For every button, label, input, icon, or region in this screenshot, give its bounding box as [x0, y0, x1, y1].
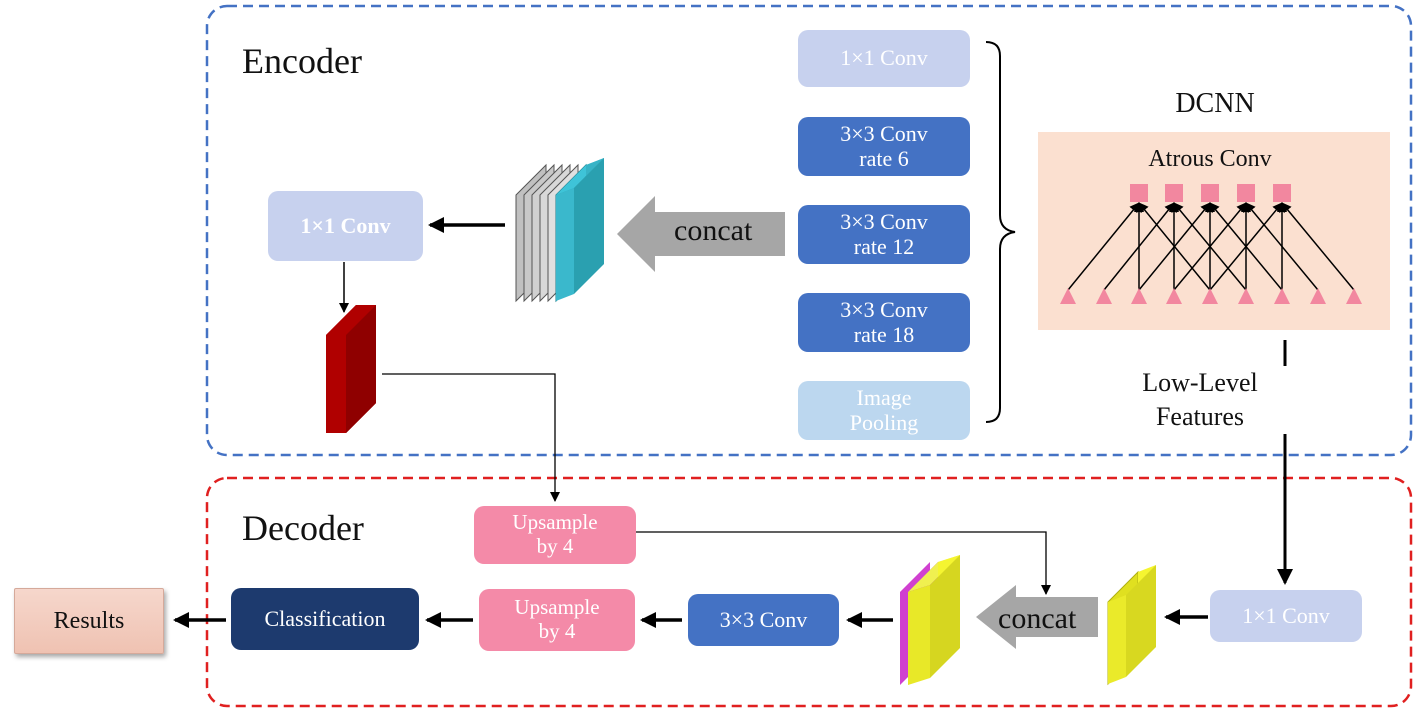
atrous-connection	[1209, 202, 1283, 291]
encoder-concat-label: concat	[674, 214, 753, 247]
arrow-feature-to-upsample	[382, 373, 560, 502]
atrous-input-node	[1238, 288, 1254, 304]
branch-rate-18-line1: 3×3 Conv	[840, 296, 928, 322]
upsample-bottom-line2: by 4	[538, 619, 576, 643]
atrous-output-node	[1237, 184, 1255, 202]
decoder-border	[205, 476, 1413, 708]
decoder-title: Decoder	[242, 508, 364, 548]
atrous-input-node	[1310, 288, 1326, 304]
branch-rate-18-line2: rate 18	[853, 321, 915, 347]
decoder-3x3-conv-label: 3×3 Conv	[719, 606, 808, 632]
atrous-connection	[1281, 202, 1355, 291]
upsample-top-line2: by 4	[536, 534, 574, 558]
encoder-border	[205, 4, 1413, 457]
branch-rate-12-line1: 3×3 Conv	[840, 208, 928, 234]
atrous-output-node	[1273, 184, 1291, 202]
encoder-feature-stack	[515, 158, 604, 303]
atrous-output-node	[1165, 184, 1183, 202]
branch-rate-6: 3×3 Conv rate 6	[798, 117, 970, 176]
atrous-connection	[1067, 202, 1140, 291]
atrous-conv-graph	[1060, 184, 1362, 304]
low-level-features-label: Low-Level Features	[1120, 366, 1280, 434]
upsample-top-line1: Upsample	[512, 510, 598, 535]
atrous-connection	[1173, 202, 1247, 291]
branch-1x1-conv: 1×1 Conv	[798, 30, 970, 87]
classification-label: Classification	[264, 605, 386, 631]
branch-rate-6-line2: rate 6	[859, 145, 909, 171]
atrous-input-node	[1202, 288, 1218, 304]
atrous-input-node	[1060, 288, 1076, 304]
image-pooling-line2: Pooling	[849, 409, 919, 435]
classification-block: Classification	[231, 588, 419, 650]
atrous-conv-title: Atrous Conv	[1148, 146, 1272, 172]
dcnn-title: DCNN	[1175, 88, 1255, 119]
encoder-1x1-conv: 1×1 Conv	[268, 191, 423, 261]
branch-rate-12-line2: rate 12	[853, 233, 915, 259]
upsample-bottom-line1: Upsample	[514, 595, 600, 620]
atrous-input-node	[1166, 288, 1182, 304]
atrous-input-node	[1096, 288, 1112, 304]
branch-1x1-conv-label: 1×1 Conv	[840, 45, 928, 71]
decoder-concat-label: concat	[998, 602, 1077, 635]
atrous-input-node	[1274, 288, 1290, 304]
branch-brace	[985, 41, 1016, 423]
decoder-1x1-conv-label: 1×1 Conv	[1242, 602, 1330, 628]
image-pooling-line1: Image	[856, 384, 912, 410]
low-level-line1: Low-Level	[1142, 368, 1258, 397]
branch-image-pooling: Image Pooling	[798, 381, 970, 440]
results-block: Results	[14, 588, 164, 654]
arrow-upsample-to-concat	[636, 531, 1051, 595]
atrous-input-node	[1131, 288, 1147, 304]
decoder-concat-arrow	[976, 585, 1098, 649]
decoder-3x3-conv: 3×3 Conv	[688, 594, 839, 646]
atrous-connection	[1103, 202, 1175, 291]
branch-rate-18: 3×3 Conv rate 18	[798, 293, 970, 352]
results-label: Results	[53, 607, 125, 634]
encoder-concat-arrow	[617, 196, 785, 272]
encoder-1x1-conv-label: 1×1 Conv	[300, 212, 391, 238]
atrous-output-node	[1201, 184, 1219, 202]
atrous-output-node	[1130, 184, 1148, 202]
upsample-top: Upsample by 4	[474, 506, 636, 564]
atrous-connection	[1138, 202, 1211, 291]
low-level-line2: Features	[1155, 401, 1245, 431]
low-level-feature	[1107, 565, 1156, 686]
encoder-output-feature	[326, 305, 376, 433]
upsample-bottom: Upsample by 4	[479, 589, 635, 651]
branch-rate-12: 3×3 Conv rate 12	[798, 205, 970, 264]
encoder-title: Encoder	[242, 41, 362, 81]
atrous-input-node	[1346, 288, 1362, 304]
branch-rate-6-line1: 3×3 Conv	[840, 120, 928, 146]
decoder-concat-feature	[900, 555, 960, 685]
decoder-1x1-conv: 1×1 Conv	[1210, 590, 1362, 642]
